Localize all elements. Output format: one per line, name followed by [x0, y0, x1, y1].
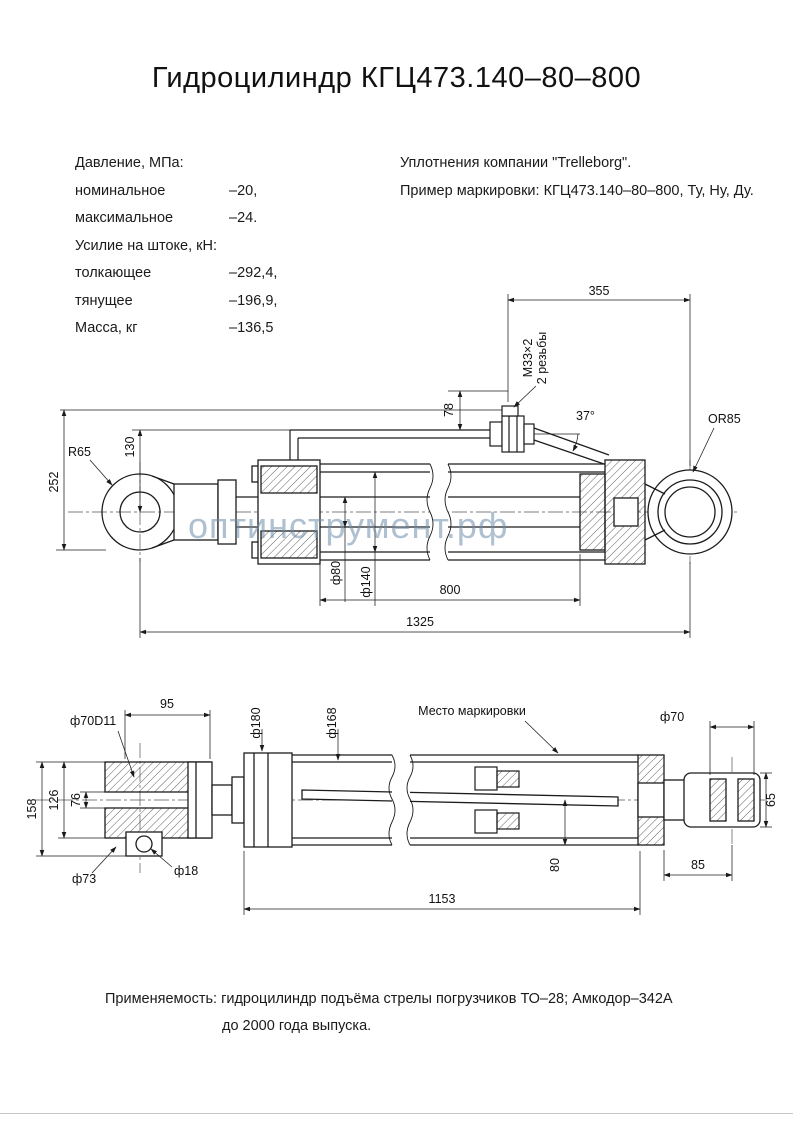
- dim-158: 158: [25, 799, 39, 820]
- application-line-1: Применяемость: гидроцилиндр подъёма стре…: [105, 991, 673, 1007]
- break-lines: [426, 463, 452, 561]
- thread-callout-line2: 2 резьбы: [535, 332, 549, 384]
- dimension-lines-plan: [36, 710, 772, 915]
- dim-80: 80: [548, 858, 562, 872]
- spec-header-force: Усилие на штоке, кН:: [75, 233, 277, 261]
- dim-d168: ф168: [325, 707, 339, 738]
- page-title: Гидроцилиндр КГЦ473.140–80–800: [151, 62, 642, 94]
- dim-d18: ф18: [174, 864, 198, 878]
- notes-block: Уплотнения компании "Trelleborg". Пример…: [400, 150, 754, 205]
- spec-label: номинальное: [75, 182, 166, 199]
- spec-label: тянущее: [75, 292, 133, 309]
- spec-value: –136,5: [229, 320, 274, 336]
- marking-note: Место маркировки: [418, 704, 526, 718]
- note-marking: Пример маркировки: КГЦ473.140–80–800, Ту…: [400, 182, 754, 199]
- dim-130: 130: [123, 437, 137, 458]
- dim-d80: ф80: [329, 561, 343, 585]
- spec-value: –24.: [229, 210, 258, 226]
- dim-85: 85: [691, 858, 705, 872]
- dim-1153: 1153: [429, 892, 456, 906]
- spec-row-max: максимальное –24.: [75, 205, 277, 233]
- application-line-2: до 2000 года выпуска.: [222, 1018, 372, 1034]
- dim-d140: ф140: [359, 566, 373, 597]
- dim-1325: 1325: [406, 615, 434, 629]
- main-section-view: 355 78 M33×2 2 резьбы 37° OR85 R65 130 2…: [47, 284, 741, 638]
- dim-labels-main-view: 355 78 M33×2 2 резьбы 37° OR85 R65 130 2…: [47, 284, 741, 629]
- spec-row-pull: тянущее –196,9,: [75, 288, 277, 316]
- rod-connector-plan: [211, 776, 245, 824]
- dim-or85: OR85: [708, 412, 741, 426]
- spec-header-force-label: Усилие на штоке, кН:: [75, 237, 217, 254]
- clevis: [104, 761, 213, 857]
- spec-value: –20,: [229, 182, 258, 199]
- port-fittings-plan: [474, 766, 520, 834]
- spec-label: максимальное: [75, 210, 174, 226]
- piston-cap-and-eye: [579, 459, 733, 565]
- plan-view: 95 ф70D11 ф180 ф168 158 126 76 ф73 ф18 М…: [25, 697, 778, 915]
- spec-block: Давление, МПа: номинальное –20, максимал…: [75, 150, 277, 343]
- spec-header-pressure-label: Давление, МПа:: [75, 155, 184, 171]
- spec-value: –292,4,: [229, 265, 278, 281]
- dim-labels-plan: 95 ф70D11 ф180 ф168 158 126 76 ф73 ф18 М…: [25, 697, 778, 906]
- dim-r65: R65: [68, 445, 91, 459]
- dim-126: 126: [47, 790, 61, 811]
- spec-value: –196,9,: [229, 292, 278, 309]
- dim-d73: ф73: [72, 872, 96, 886]
- spec-header-pressure: Давление, МПа:: [75, 150, 277, 178]
- note-seals: Уплотнения компании "Trelleborg".: [400, 155, 632, 171]
- dim-65: 65: [764, 793, 778, 807]
- dim-angle-37: 37°: [576, 409, 595, 423]
- dim-95: 95: [160, 697, 174, 711]
- spec-row-push: толкающее –292,4,: [75, 260, 277, 288]
- dim-252: 252: [47, 472, 61, 493]
- dim-800: 800: [440, 583, 461, 597]
- dim-d180: ф180: [249, 707, 263, 738]
- dimension-lines-main-view: [56, 294, 715, 638]
- thread-callout-line1: M33×2: [521, 339, 535, 378]
- dim-76: 76: [69, 793, 83, 807]
- spec-label: Масса, кг: [75, 320, 138, 336]
- dim-355: 355: [589, 284, 610, 298]
- hydraulic-pipe: [289, 405, 610, 465]
- dim-78: 78: [442, 403, 456, 417]
- spec-row-mass: Масса, кг –136,5: [75, 315, 277, 343]
- dim-d70d11: ф70D11: [70, 714, 116, 728]
- cap-and-eye-plan: [637, 754, 761, 846]
- page-edge-line: [0, 1113, 793, 1114]
- cylinder-body-plan: [243, 752, 638, 848]
- spec-label: толкающее: [75, 265, 152, 281]
- dim-d70: ф70: [660, 710, 684, 724]
- break-lines-plan: [388, 754, 414, 846]
- spec-row-nominal: номинальное –20,: [75, 178, 277, 206]
- gland-and-tube: [251, 459, 605, 565]
- application-note: Применяемость: гидроцилиндр подъёма стре…: [105, 986, 673, 1040]
